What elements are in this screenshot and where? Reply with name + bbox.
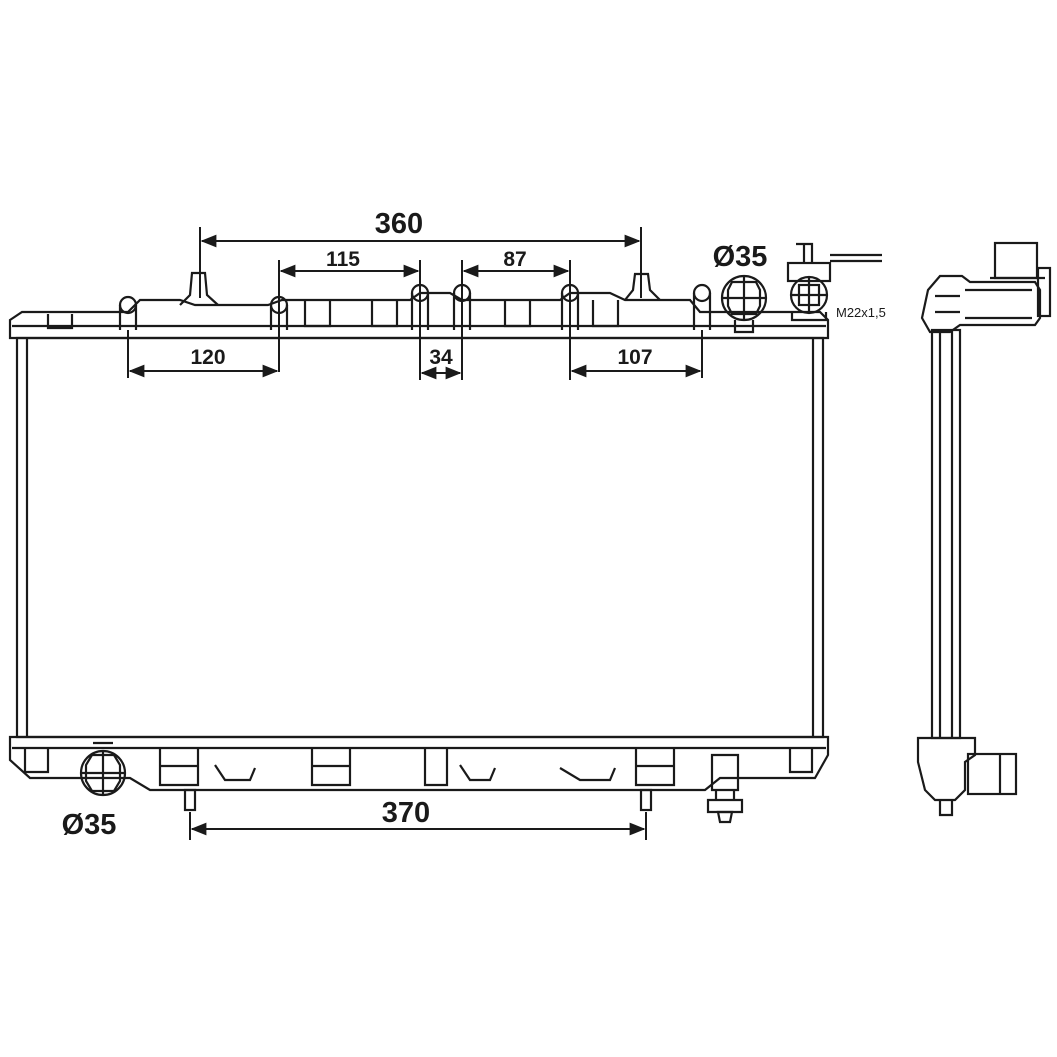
dim-label-115: 115 xyxy=(326,248,360,271)
bottom-pipe-diameter-label: Ø35 xyxy=(62,809,117,841)
top-pipe-diameter-label: Ø35 xyxy=(713,241,768,273)
radiator-core xyxy=(15,336,825,739)
radiator-front-view xyxy=(8,242,882,824)
bottom-outlet-pipe xyxy=(79,741,127,797)
thread-fitting xyxy=(786,242,882,322)
dim-label-370: 370 xyxy=(382,797,430,829)
bottom-tank xyxy=(8,735,830,824)
dim-label-87: 87 xyxy=(503,248,526,271)
dimension-labels: 360 115 87 120 34 107 370 Ø35 Ø35 M22x1,… xyxy=(62,208,886,841)
dim-label-120: 120 xyxy=(190,346,225,369)
thread-spec-label: M22x1,5 xyxy=(836,305,886,320)
radiator-side-view xyxy=(916,241,1052,817)
dim-label-107: 107 xyxy=(617,346,652,369)
dim-label-360: 360 xyxy=(375,208,423,240)
dim-label-34: 34 xyxy=(429,346,453,369)
dimension-lines xyxy=(127,227,703,840)
top-inlet-pipe xyxy=(720,274,768,334)
